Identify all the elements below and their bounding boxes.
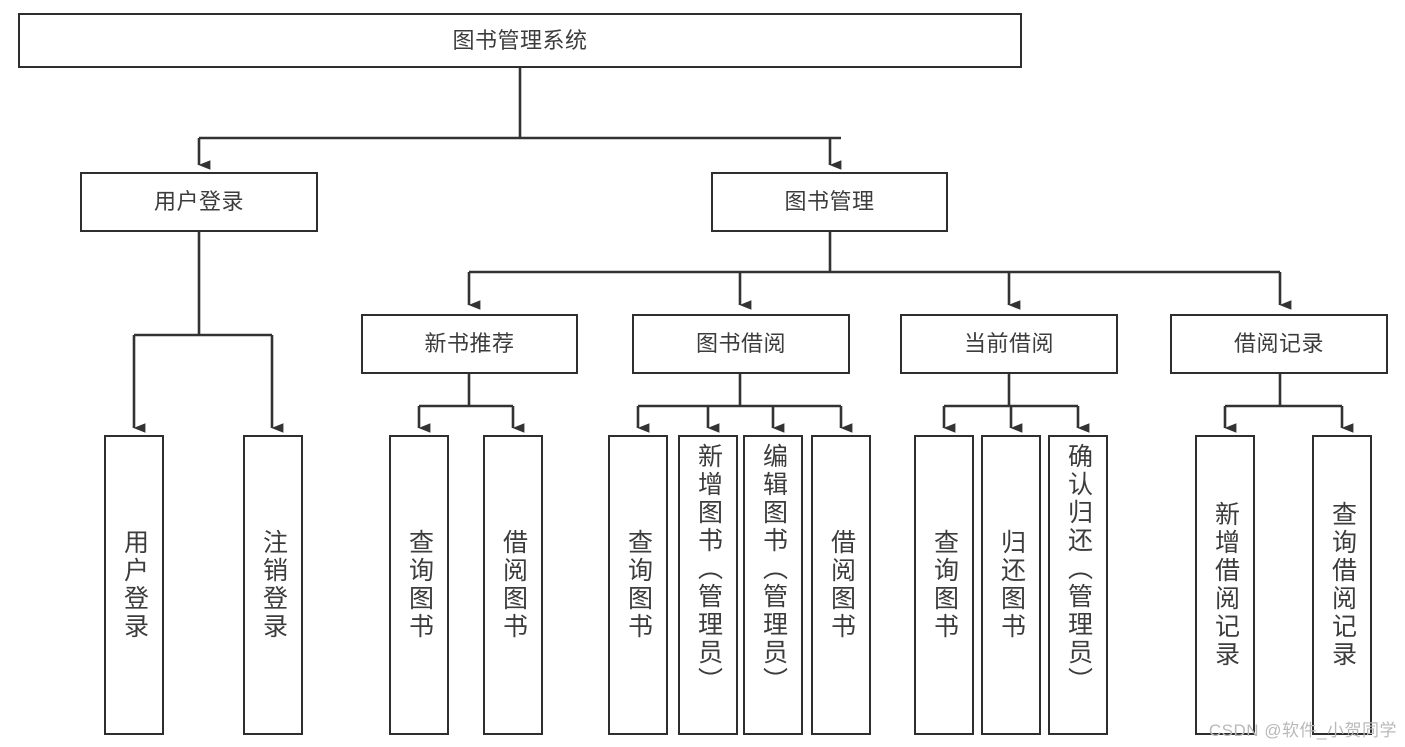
leaf-borrow-add-book[interactable]: 新增图书（管理员） — [678, 435, 738, 735]
node-label: 用户登录 — [120, 529, 149, 641]
leaf-record-add-record[interactable]: 新增借阅记录 — [1195, 435, 1255, 735]
leaf-current-query-book[interactable]: 查询图书 — [914, 435, 974, 735]
node-label: 新增图书（管理员） — [694, 443, 723, 695]
node-book-management[interactable]: 图书管理 — [711, 172, 948, 232]
node-label: 借阅记录 — [1233, 331, 1324, 357]
node-label: 借阅图书 — [827, 529, 856, 641]
leaf-current-return-book[interactable]: 归还图书 — [981, 435, 1041, 735]
leaf-borrow-borrow-book[interactable]: 借阅图书 — [811, 435, 871, 735]
node-label: 新书推荐 — [424, 331, 515, 357]
node-label: 借阅图书 — [499, 529, 528, 641]
node-label: 图书借阅 — [695, 331, 786, 357]
leaf-borrow-edit-book[interactable]: 编辑图书（管理员） — [743, 435, 803, 735]
leaf-current-confirm-return[interactable]: 确认归还（管理员） — [1048, 435, 1108, 735]
node-label: 查询图书 — [405, 529, 434, 641]
node-label: 归还图书 — [997, 529, 1026, 641]
node-label: 图书管理系统 — [452, 27, 588, 53]
node-borrow-record[interactable]: 借阅记录 — [1170, 314, 1388, 374]
node-label: 新增借阅记录 — [1211, 501, 1240, 669]
node-current-borrow[interactable]: 当前借阅 — [900, 314, 1118, 374]
node-user-login[interactable]: 用户登录 — [80, 172, 318, 232]
leaf-borrow-query-book[interactable]: 查询图书 — [608, 435, 668, 735]
node-label: 用户登录 — [153, 189, 244, 215]
node-label: 查询借阅记录 — [1328, 501, 1357, 669]
node-label: 编辑图书（管理员） — [759, 443, 788, 695]
node-root-system[interactable]: 图书管理系统 — [18, 13, 1022, 68]
leaf-record-query-record[interactable]: 查询借阅记录 — [1312, 435, 1372, 735]
node-book-borrow[interactable]: 图书借阅 — [632, 314, 850, 374]
leaf-user-login-logout[interactable]: 注销登录 — [243, 435, 303, 735]
node-label: 注销登录 — [259, 529, 288, 641]
leaf-recommend-query-book[interactable]: 查询图书 — [389, 435, 449, 735]
node-new-book-recommend[interactable]: 新书推荐 — [361, 314, 578, 374]
node-label: 当前借阅 — [963, 331, 1054, 357]
node-label: 图书管理 — [784, 189, 875, 215]
node-label: 确认归还（管理员） — [1064, 443, 1093, 695]
node-label: 查询图书 — [624, 529, 653, 641]
node-label: 查询图书 — [930, 529, 959, 641]
watermark-text: CSDN @软件_小贺同学 — [1208, 721, 1397, 740]
leaf-user-login-login[interactable]: 用户登录 — [104, 435, 164, 735]
leaf-recommend-borrow-book[interactable]: 借阅图书 — [483, 435, 543, 735]
